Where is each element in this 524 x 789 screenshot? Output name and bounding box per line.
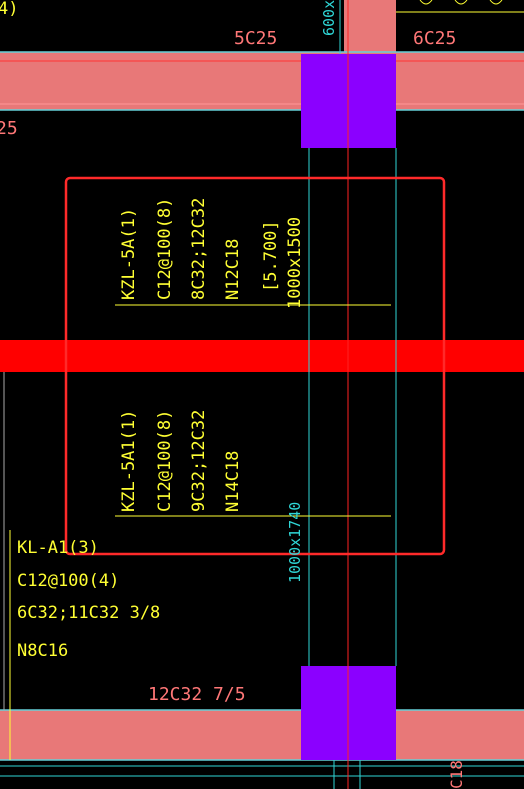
bottom-rebar-label: 12C32 7/5 — [148, 684, 246, 705]
lower-beam-main-rebar: 9C32;12C32 — [189, 410, 209, 512]
kl-beam-side-rebar: N8C16 — [17, 641, 68, 661]
upper-beam-name: KZL-5A(1) — [119, 208, 139, 300]
kl-beam-stirrup: C12@100(4) — [17, 571, 119, 591]
lower-beam-name: KZL-5A1(1) — [119, 410, 139, 512]
top-left-fragment-label: 4) — [0, 0, 18, 19]
lower-beam-stirrup: C12@100(8) — [155, 410, 175, 512]
bottom-horizontal-beam — [0, 710, 524, 760]
upper-beam-stirrup: C12@100(8) — [155, 198, 175, 300]
upper-beam-annotation[interactable]: KZL-5A(1) C12@100(8) 8C32;12C32 N12C18 [… — [119, 198, 305, 309]
vertical-grid-lines — [308, 0, 397, 789]
top-beam-label-right: 6C25 — [413, 28, 456, 49]
bottom-right-fragment-label: C18 — [447, 760, 466, 789]
upper-beam-section: 1000x1500 — [285, 217, 305, 309]
lower-beam-annotation[interactable]: KZL-5A1(1) C12@100(8) 9C32;12C32 N14C18 — [119, 410, 243, 512]
top-dimension-label: 600x — [320, 0, 338, 36]
kl-beam-name: KL-A1(3) — [17, 538, 99, 558]
upper-vertical-beam — [344, 0, 396, 54]
upper-beam-main-rebar: 8C32;12C32 — [189, 198, 209, 300]
transfer-beam-red[interactable] — [0, 340, 524, 372]
top-horizontal-beam — [0, 52, 524, 110]
selection-box[interactable] — [64, 176, 446, 556]
kl-beam-main-rebar: 6C32;11C32 3/8 — [17, 603, 160, 623]
lower-beam-side-rebar: N14C18 — [223, 451, 243, 512]
lower-beam-section: 1000x1740 — [286, 502, 304, 583]
left-fragment-label: 25 — [0, 118, 18, 139]
kl-beam-annotation[interactable]: KL-A1(3) C12@100(4) 6C32;11C32 3/8 N8C16 — [17, 538, 160, 661]
upper-beam-elevation: [5.700] — [261, 220, 281, 292]
upper-beam-side-rebar: N12C18 — [223, 239, 243, 300]
top-beam-label-left: 5C25 — [234, 28, 277, 49]
